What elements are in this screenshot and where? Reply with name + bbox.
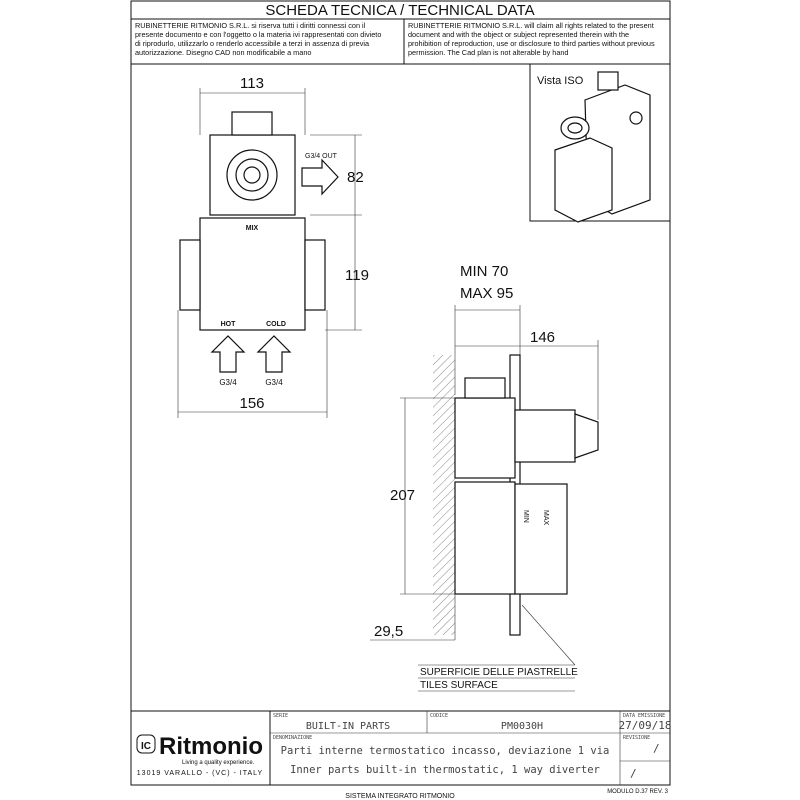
svg-text:29,5: 29,5: [374, 623, 403, 640]
svg-text:Ritmonio: Ritmonio: [159, 733, 263, 760]
notice-english: RUBINETTERIE RITMONIO S.R.L. will claim …: [408, 21, 655, 57]
svg-text:autorizzazione. Disegno CAD no: autorizzazione. Disegno CAD non modifica…: [135, 48, 311, 57]
cold-inlet-arrow-icon: [256, 335, 292, 373]
svg-text:REVISIONE: REVISIONE: [623, 735, 650, 741]
svg-text:document and with the object o: document and with the object or subject …: [408, 30, 629, 39]
side-view: MIN 70 MAX 95 146 MIN MAX 207 29,5 SUPER…: [370, 263, 599, 692]
svg-text:DATA EMISSIONE: DATA EMISSIONE: [623, 713, 665, 719]
front-view: G3/4 OUT MIX HOT COLD G3/4 G3/4 113 82 1…: [177, 75, 369, 418]
iso-label: Vista ISO: [537, 75, 584, 87]
svg-text:207: 207: [390, 487, 415, 504]
svg-text:RUBINETTERIE RITMONIO S.R.L. s: RUBINETTERIE RITMONIO S.R.L. si riserva …: [135, 21, 366, 30]
svg-text:27/09/18: 27/09/18: [619, 719, 672, 732]
svg-text:COLD: COLD: [266, 321, 286, 328]
ritmonio-logo: IC Ritmonio: [136, 733, 263, 760]
svg-text:SUPERFICIE DELLE PIASTRELLE: SUPERFICIE DELLE PIASTRELLE: [420, 667, 578, 678]
svg-text:156: 156: [239, 395, 264, 412]
svg-text:13019 VARALLO - (VC) - ITALY: 13019 VARALLO - (VC) - ITALY: [137, 770, 263, 777]
iso-view: Vista ISO: [529, 63, 671, 223]
svg-text:BUILT-IN PARTS: BUILT-IN PARTS: [306, 721, 390, 732]
svg-text:DENOMINAZIONE: DENOMINAZIONE: [273, 735, 312, 741]
svg-text:permission. The Cad plan is n: permission. The Cad plan is not alterabl…: [408, 48, 569, 57]
svg-text:HOT: HOT: [221, 321, 237, 328]
svg-text:MAX: MAX: [542, 510, 549, 526]
svg-text:presente documento e con l'ogg: presente documento e con l'oggetto o la …: [135, 30, 381, 39]
svg-text:113: 113: [240, 75, 264, 92]
footer-module: MODULO D.37 REV. 3: [607, 789, 668, 795]
svg-text:prohibition of reproduction,: prohibition of reproduction, use or disc…: [408, 39, 655, 48]
svg-text:RUBINETTERIE RITMONIO S.R.L. w: RUBINETTERIE RITMONIO S.R.L. will claim …: [408, 21, 654, 30]
svg-text:IC: IC: [141, 741, 151, 752]
svg-text:82: 82: [347, 169, 364, 186]
svg-text:Parti interne termostatico inc: Parti interne termostatico incasso, devi…: [281, 745, 610, 757]
sheet-title: SCHEDA TECNICA / TECHNICAL DATA: [265, 2, 534, 19]
svg-text:G3/4 OUT: G3/4 OUT: [305, 153, 338, 160]
svg-text:MIN 70: MIN 70: [460, 263, 508, 280]
svg-text:146: 146: [530, 329, 555, 346]
svg-text:119: 119: [345, 267, 369, 284]
footer-system: SISTEMA INTEGRATO RITMONIO: [345, 793, 455, 800]
svg-text:Living a quality experience.: Living a quality experience.: [182, 760, 255, 766]
hot-inlet-arrow-icon: [210, 335, 246, 373]
svg-text:/: /: [653, 742, 660, 755]
svg-text:di riprodurlo, utilizzarlo o r: di riprodurlo, utilizzarlo o renderlo ac…: [135, 39, 370, 48]
title-block: IC Ritmonio Living a quality experience.…: [131, 710, 672, 785]
svg-text:TILES SURFACE: TILES SURFACE: [420, 680, 498, 691]
svg-text:Inner parts built-in thermosta: Inner parts built-in thermostatic, 1 way…: [290, 764, 600, 776]
notice-italian: RUBINETTERIE RITMONIO S.R.L. si riserva …: [135, 21, 381, 57]
svg-text:G3/4: G3/4: [219, 378, 237, 387]
svg-text:PM0030H: PM0030H: [501, 721, 543, 732]
svg-text:MAX 95: MAX 95: [460, 285, 513, 302]
outlet-arrow-icon: [301, 158, 339, 196]
sheet-frame: [130, 0, 671, 786]
svg-text:CODICE: CODICE: [430, 713, 448, 719]
svg-text:SERIE: SERIE: [273, 713, 288, 719]
svg-text:G3/4: G3/4: [265, 378, 283, 387]
svg-text:/: /: [630, 767, 637, 780]
svg-text:MIX: MIX: [246, 225, 259, 232]
svg-text:MIN: MIN: [522, 510, 529, 523]
